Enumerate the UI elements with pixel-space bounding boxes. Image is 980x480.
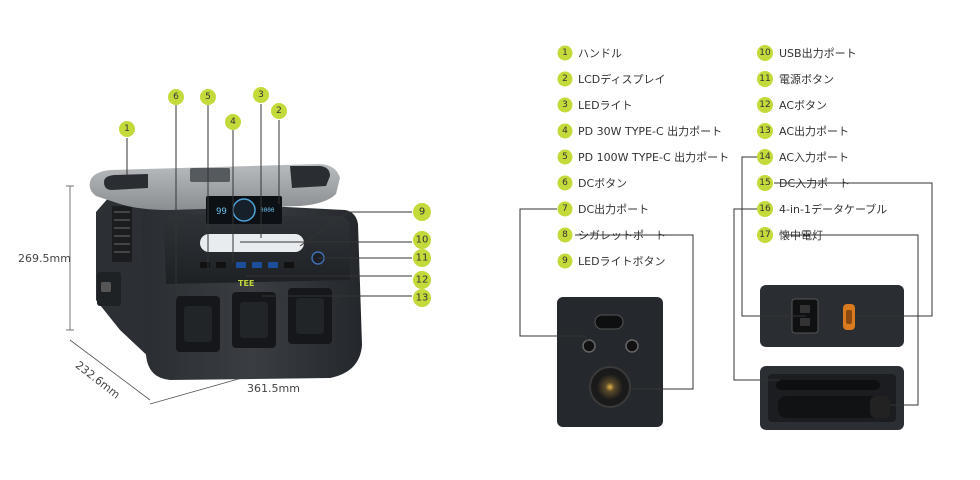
callout-lines — [126, 104, 412, 300]
side-vents — [112, 206, 132, 262]
svg-text:ACボタン: ACボタン — [779, 99, 827, 112]
callout-badge-2: 2 — [271, 103, 287, 119]
callout-badge-3: 3 — [253, 87, 269, 103]
ac-outlet-center — [232, 292, 276, 348]
svg-text:USB出力ポート: USB出力ポート — [779, 46, 857, 60]
width-label: 361.5mm — [247, 382, 300, 395]
ac-outlet-right — [288, 288, 332, 344]
legend-item-6: 6 DCボタン — [557, 175, 627, 191]
detail-dc-panel — [557, 297, 663, 427]
lcd-display: 99 0000 — [206, 196, 282, 224]
dimension-height: 269.5mm — [18, 185, 74, 331]
svg-text:13: 13 — [416, 293, 429, 304]
callout-badge-1: 1 — [119, 121, 135, 137]
handle-grip-right — [290, 166, 330, 188]
svg-text:12: 12 — [416, 275, 429, 286]
svg-text:5: 5 — [205, 92, 211, 102]
brand-plate — [190, 168, 230, 182]
callout-badge-4: 4 — [225, 114, 241, 130]
svg-text:1: 1 — [124, 124, 130, 134]
svg-text:2: 2 — [276, 106, 282, 116]
dc-port-right — [625, 339, 639, 353]
legend-item-9: 9 LEDライトボタン — [557, 253, 666, 269]
svg-text:4-in-1データケーブル: 4-in-1データケーブル — [779, 202, 887, 216]
svg-text:DC出力ポート: DC出力ポート — [578, 202, 649, 216]
ac-outlet-left — [176, 296, 220, 352]
svg-text:DCボタン: DCボタン — [578, 177, 627, 190]
svg-text:1: 1 — [562, 48, 568, 58]
svg-text:ハンドル: ハンドル — [578, 47, 622, 60]
svg-text:10: 10 — [759, 48, 771, 58]
dc-button — [594, 314, 624, 330]
legend-item-14: 14 AC入力ポート — [757, 149, 849, 165]
svg-text:PD 100W TYPE-C 出力ポート: PD 100W TYPE-C 出力ポート — [578, 150, 729, 164]
svg-text:9: 9 — [419, 207, 425, 218]
legend-item-4: 4 PD 30W TYPE-C 出力ポート — [557, 123, 722, 139]
svg-text:15: 15 — [759, 178, 770, 188]
callout-badge-11: 11 — [413, 249, 431, 267]
detail-input-leader-lines — [741, 156, 933, 317]
lcd-right-value: 0000 — [260, 207, 275, 214]
callout-badge-5: 5 — [200, 89, 216, 105]
callout-badge-10: 10 — [413, 231, 431, 249]
svg-text:3: 3 — [258, 90, 264, 100]
callout-badge-9: 9 — [413, 203, 431, 221]
dc-port-left — [582, 339, 596, 353]
led-light-bar — [200, 234, 304, 252]
svg-text:12: 12 — [759, 100, 770, 110]
callout-badge-12: 12 — [413, 271, 431, 289]
legend-item-1: 1 ハンドル — [557, 45, 622, 61]
legend-item-5: 5 PD 100W TYPE-C 出力ポート — [557, 149, 729, 165]
svg-text:PD 30W TYPE-C 出力ポート: PD 30W TYPE-C 出力ポート — [578, 124, 722, 138]
legend-item-2: 2 LCDディスプレイ — [557, 71, 666, 87]
callout-badge-6: 6 — [168, 89, 184, 105]
svg-text:7: 7 — [562, 204, 568, 214]
detail-input-panel — [760, 285, 904, 347]
svg-text:5: 5 — [562, 152, 568, 162]
svg-text:13: 13 — [759, 126, 770, 136]
legend-item-10: 10 USB出力ポート — [757, 45, 857, 61]
svg-text:3: 3 — [562, 100, 568, 110]
svg-text:17: 17 — [759, 230, 770, 240]
detail-storage-leader-lines — [733, 208, 919, 406]
svg-text:4: 4 — [230, 117, 236, 127]
logo-mark: TEE — [238, 279, 254, 288]
svg-text:電源ボタン: 電源ボタン — [779, 72, 834, 86]
detail-storage-compartment — [760, 366, 904, 430]
svg-text:16: 16 — [759, 204, 771, 214]
legend-item-16: 16 4-in-1データケーブル — [757, 201, 887, 217]
callout-badge-13: 13 — [413, 289, 431, 307]
legend-item-13: 13 AC出力ポート — [757, 123, 849, 139]
svg-text:6: 6 — [173, 92, 179, 102]
svg-text:AC入力ポート: AC入力ポート — [779, 151, 849, 164]
svg-text:4: 4 — [562, 126, 568, 136]
depth-label: 232.6mm — [73, 359, 123, 402]
svg-text:11: 11 — [416, 253, 429, 264]
svg-text:AC出力ポート: AC出力ポート — [779, 124, 849, 138]
handle-grip-left — [104, 174, 148, 190]
flashlight — [778, 396, 890, 418]
svg-text:LCDディスプレイ: LCDディスプレイ — [578, 72, 666, 86]
dimension-depth: 232.6mm — [69, 339, 151, 402]
power-station: 99 0000 TEE — [89, 164, 362, 380]
svg-text:11: 11 — [759, 74, 770, 84]
height-label: 269.5mm — [18, 252, 71, 265]
legend-item-7: 7 DC出力ポート — [557, 201, 649, 217]
lcd-left-value: 99 — [216, 207, 227, 217]
data-cable — [776, 380, 880, 390]
svg-text:14: 14 — [759, 152, 771, 162]
svg-text:LEDライトボタン: LEDライトボタン — [578, 255, 666, 268]
detail-dc-leader-lines — [519, 208, 694, 390]
legend-item-3: 3 LEDライト — [557, 97, 633, 113]
legend-item-12: 12 ACボタン — [757, 97, 827, 113]
svg-text:9: 9 — [562, 256, 568, 266]
svg-text:2: 2 — [562, 74, 568, 84]
svg-text:10: 10 — [416, 235, 429, 246]
svg-text:LEDライト: LEDライト — [578, 99, 633, 112]
svg-text:6: 6 — [562, 178, 568, 188]
side-port-icon — [101, 282, 111, 292]
legend-item-11: 11 電源ボタン — [757, 71, 834, 87]
svg-text:8: 8 — [562, 230, 568, 240]
